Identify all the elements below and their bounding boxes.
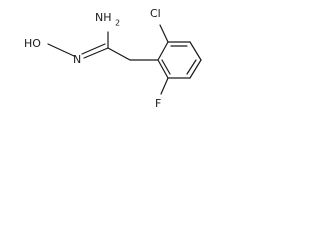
hydroxyl-label: HO: [24, 37, 41, 50]
bond-carbon-n-double-a: [83, 47, 109, 59]
ring-bond-c6-c1: [157, 59, 169, 79]
bond-ring-chlorine: [159, 24, 169, 43]
benzene-ring: [157, 41, 202, 79]
fluorine-label: F: [155, 97, 161, 110]
chemical-structure-diagram: Cl F NH 2 N HO: [24, 7, 202, 110]
imine-nitrogen-label: N: [73, 53, 81, 66]
chlorine-label: Cl: [150, 7, 161, 20]
bond-ring-fluorine: [160, 77, 169, 95]
ring-bond-c3-c4: [189, 41, 202, 61]
ring-bond-c4-c5: [189, 59, 202, 79]
bond-n-oxygen: [47, 43, 75, 57]
ring-double-bond-c6-c1: [161, 59, 171, 75]
ring-bond-c1-c2: [157, 41, 169, 61]
ring-double-bond-c4-c5: [186, 59, 197, 75]
bond-ch2-amidine-carbon: [107, 47, 131, 61]
bond-carbon-n-double-b: [81, 43, 106, 55]
amine-subscript: 2: [115, 19, 120, 28]
amine-label: NH: [95, 11, 112, 24]
